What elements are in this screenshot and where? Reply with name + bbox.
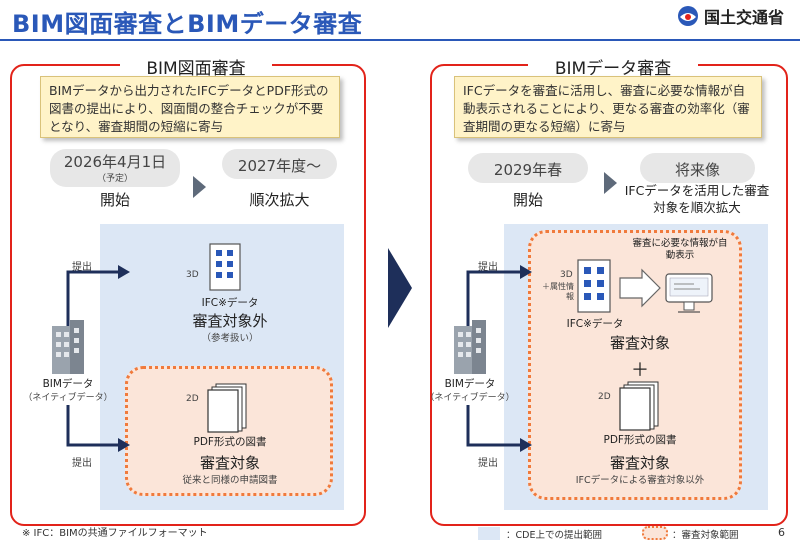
right-bim-sub: （ネイティブデータ） bbox=[425, 393, 515, 403]
left-pdf-status: 審査対象 bbox=[199, 454, 260, 472]
logo-text: 国土交通省 bbox=[703, 8, 784, 27]
title-underline bbox=[0, 39, 800, 41]
left-phase2-date: 2027年度～ bbox=[222, 149, 337, 179]
right-pdf-status-sub: IFCデータによる審査対象以外 bbox=[575, 475, 705, 486]
right-ifc-status: 審査対象 bbox=[609, 334, 670, 352]
right-ifc-label: IFC※データ bbox=[566, 318, 624, 330]
left-submit-bottom: 提出 bbox=[72, 458, 92, 469]
right-ifc-dim-sub: ＋属性情報 bbox=[542, 282, 574, 301]
mlit-emblem-icon bbox=[677, 6, 698, 26]
left-phase-arrow-icon bbox=[193, 176, 206, 198]
right-auto-display: 審査に必要な情報が自動表示 bbox=[632, 238, 728, 261]
page-title: BIM図面審査とBIMデータ審査 bbox=[12, 10, 363, 38]
right-ifc-building-icon bbox=[577, 259, 611, 313]
legend-scope-swatch bbox=[642, 526, 668, 540]
left-bim-label: BIMデータ bbox=[42, 378, 94, 390]
footnote: ※ IFC：BIMの共通ファイルフォーマット bbox=[22, 528, 208, 539]
right-pdf-documents-icon bbox=[619, 381, 659, 431]
right-phase2-date: 将来像 bbox=[640, 153, 755, 183]
legend-cde-swatch bbox=[478, 527, 500, 540]
left-ifc-status: 審査対象外 bbox=[192, 312, 268, 330]
left-phase1-date: 2026年4月1日 （予定） bbox=[50, 149, 180, 187]
left-bim-building-icon bbox=[52, 320, 84, 374]
right-submit-top: 提出 bbox=[478, 262, 498, 273]
right-phase2-label: IFCデータを活用した審査対象を順次拡大 bbox=[624, 183, 770, 215]
right-phase1-label: 開始 bbox=[512, 191, 543, 209]
monitor-display-icon bbox=[665, 273, 713, 313]
right-pdf-dim: 2D bbox=[598, 392, 611, 402]
transition-arrow-icon bbox=[388, 248, 412, 328]
left-submit-top: 提出 bbox=[72, 262, 92, 273]
left-pdf-dim: 2D bbox=[186, 394, 199, 404]
left-ifc-building-icon bbox=[209, 243, 241, 291]
right-panel-title: BIMデータ審査 bbox=[528, 54, 698, 79]
left-pdf-documents-icon bbox=[207, 383, 247, 433]
left-phase1-sub: （予定） bbox=[96, 174, 133, 184]
left-pdf-label: PDF形式の図書 bbox=[193, 436, 267, 448]
left-submit-arrows bbox=[66, 265, 130, 452]
right-phase1-date: 2029年春 bbox=[468, 153, 588, 183]
ministry-logo: 国土交通省 bbox=[677, 4, 784, 28]
right-bim-label: BIMデータ bbox=[444, 378, 496, 390]
right-plus: ＋ bbox=[631, 360, 649, 381]
page-number: 6 bbox=[778, 526, 785, 539]
left-phase1-date-text: 2026年4月1日 bbox=[63, 153, 167, 171]
left-ifc-label: IFC※データ bbox=[201, 297, 259, 309]
right-pdf-label: PDF形式の図書 bbox=[603, 434, 677, 446]
right-pdf-status: 審査対象 bbox=[609, 454, 670, 472]
left-panel-title: BIM図面審査 bbox=[120, 54, 272, 79]
auto-display-arrow-icon bbox=[619, 268, 661, 308]
right-bim-building-icon bbox=[454, 320, 486, 374]
left-ifc-status-sub: （参考扱い） bbox=[201, 333, 259, 344]
right-ifc-dim: 3D bbox=[560, 270, 573, 280]
left-ifc-dim: 3D bbox=[186, 270, 199, 280]
legend-cde-label: ：CDE上での提出範囲 bbox=[506, 530, 602, 541]
left-pdf-status-sub: 従来と同様の申請図書 bbox=[182, 475, 278, 486]
legend-scope-label: ：審査対象範囲 bbox=[672, 530, 739, 541]
left-note: BIMデータから出力されたIFCデータとPDF形式の図書の提出により、図面間の整… bbox=[40, 76, 340, 138]
right-submit-bottom: 提出 bbox=[478, 458, 498, 469]
left-phase1-label: 開始 bbox=[99, 191, 130, 209]
left-phase2-label: 順次拡大 bbox=[249, 191, 310, 209]
left-bim-sub: （ネイティブデータ） bbox=[23, 393, 113, 403]
right-phase-arrow-icon bbox=[604, 172, 617, 194]
right-note: IFCデータを審査に活用し、審査に必要な情報が自動表示されることにより、更なる審… bbox=[454, 76, 762, 138]
right-submit-arrows bbox=[466, 265, 532, 452]
